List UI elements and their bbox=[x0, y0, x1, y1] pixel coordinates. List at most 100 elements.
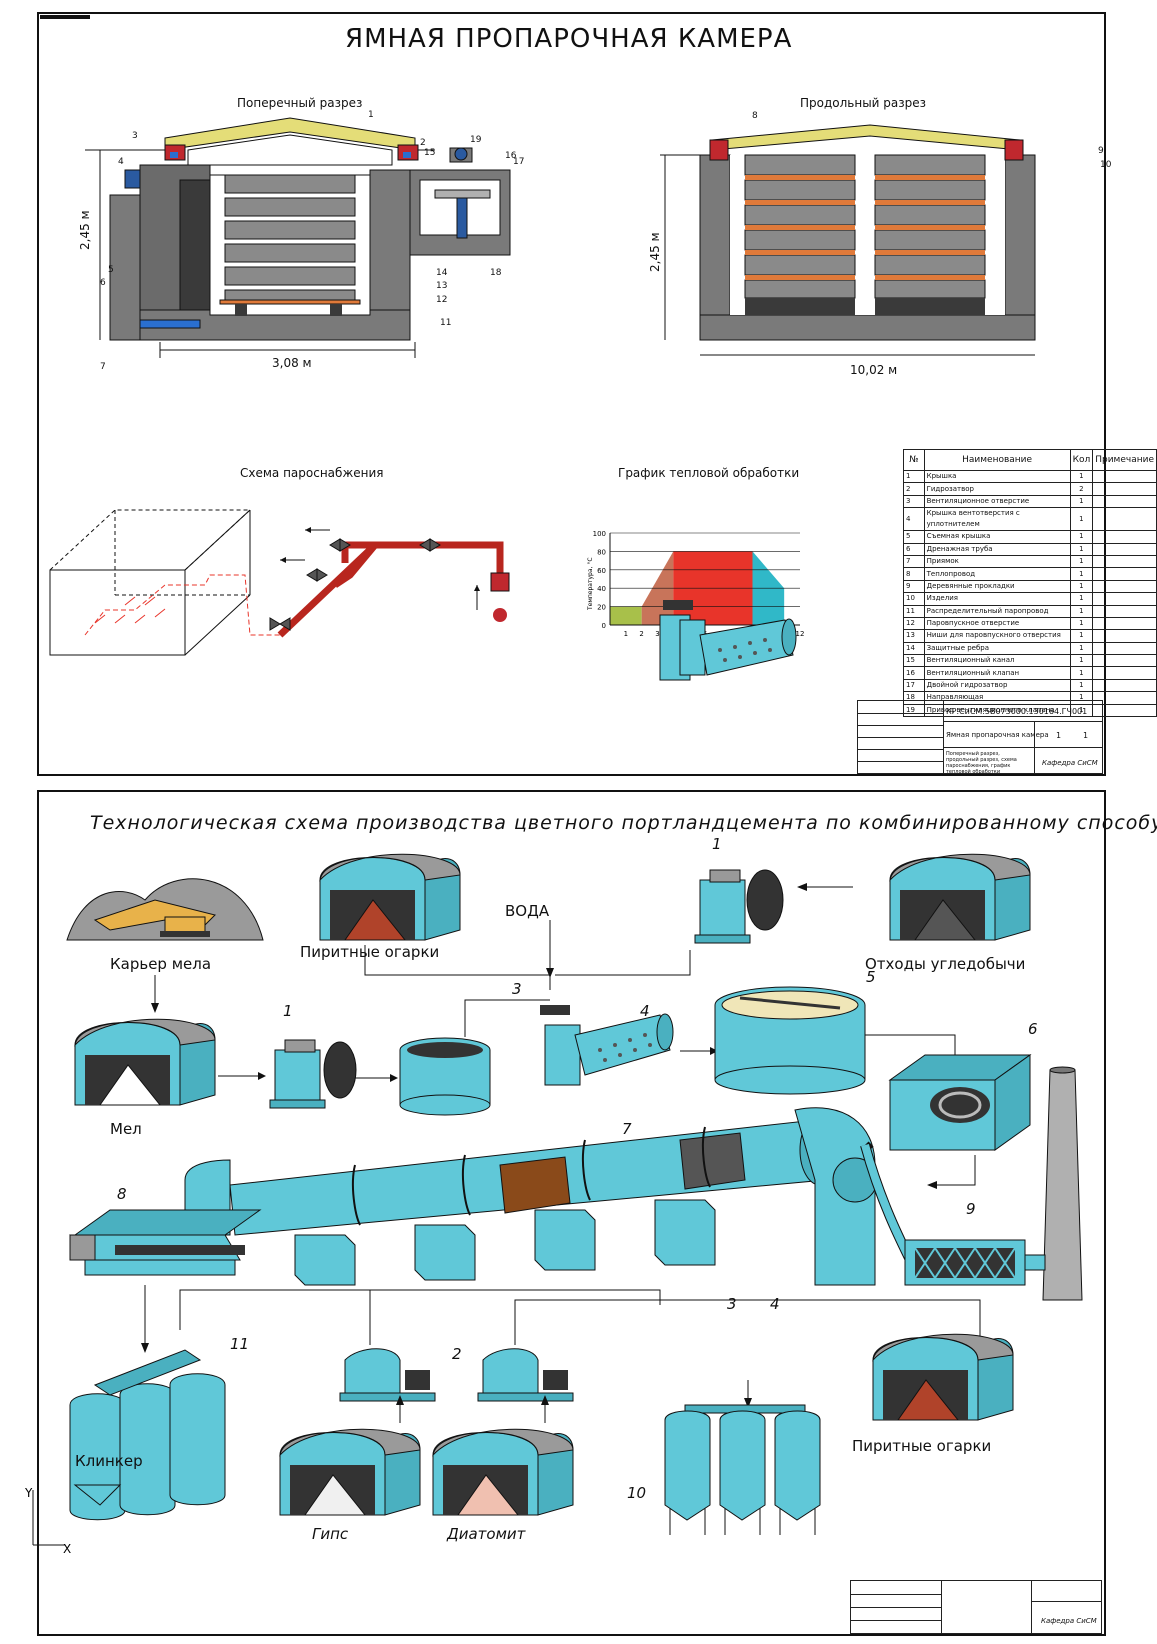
arrow-quarry-to-chalk bbox=[151, 975, 159, 1013]
spec-num: 1 bbox=[903, 469, 925, 484]
pyrite-warehouse-top bbox=[319, 853, 461, 941]
stamp-name: Ямная пропарочная камера bbox=[946, 731, 1049, 739]
label-gypsum: Гипс bbox=[312, 1525, 349, 1543]
spec-num: 8 bbox=[903, 567, 925, 581]
spec-qty: 1 bbox=[1069, 542, 1094, 556]
arrow-waste-to-crusher bbox=[797, 883, 853, 891]
num-dust-11: 9 bbox=[966, 1200, 976, 1218]
spec-qty: 1 bbox=[1069, 666, 1094, 680]
clinker-silos bbox=[69, 1349, 226, 1521]
steam-scheme-title: Схема пароснабжения bbox=[240, 466, 384, 480]
cross-section-drawing bbox=[85, 117, 511, 358]
spec-name: Вентиляционный канал bbox=[923, 654, 1071, 668]
spec-name: Направляющая bbox=[923, 691, 1071, 705]
spec-name: Привод вентиляционного клапана bbox=[923, 703, 1071, 718]
spec-num: 3 bbox=[903, 494, 925, 509]
callout-17: 17 bbox=[513, 157, 525, 167]
label-chalk: Мел bbox=[110, 1120, 142, 1138]
label-diatomite: Диатомит bbox=[447, 1525, 526, 1543]
label-water: ВОДА bbox=[505, 902, 550, 920]
callout-11: 11 bbox=[440, 318, 452, 328]
spec-qty: 1 bbox=[1069, 703, 1094, 718]
spec-name: Распределительный паропровод bbox=[923, 604, 1071, 618]
arrow-crusher-to-mixer bbox=[355, 1074, 398, 1082]
spec-num: 10 bbox=[903, 592, 925, 606]
spec-qty: 1 bbox=[1069, 530, 1094, 544]
spec-qty: 1 bbox=[1069, 554, 1094, 569]
arrow-chalk-to-crusher bbox=[218, 1072, 266, 1080]
num-basin-5: 5 bbox=[866, 968, 876, 986]
diatomite-warehouse bbox=[432, 1428, 574, 1516]
dim-width-left: 3,08 м bbox=[272, 356, 312, 370]
spec-name: Теплопровод bbox=[923, 567, 1071, 581]
spec-name: Защитные ребра bbox=[923, 641, 1071, 656]
dim-width-right: 10,02 м bbox=[850, 363, 898, 377]
chart-y-tick-label: 80 bbox=[597, 548, 606, 556]
spec-note bbox=[1092, 469, 1157, 484]
graph-title: График тепловой обработки bbox=[618, 466, 800, 480]
ball-mill-bottom bbox=[655, 590, 656, 591]
jaw-crusher-top bbox=[694, 869, 784, 944]
spec-num: 14 bbox=[903, 641, 925, 656]
spec-note bbox=[1092, 530, 1157, 544]
connector-mixer-to-mill bbox=[464, 999, 550, 1037]
spec-note bbox=[1092, 616, 1157, 631]
spec-qty: 1 bbox=[1069, 507, 1094, 532]
spec-note bbox=[1092, 592, 1157, 606]
chart-y-tick-label: 100 bbox=[593, 530, 606, 538]
callout-19: 19 bbox=[470, 135, 482, 145]
spec-qty: 1 bbox=[1069, 592, 1094, 606]
hammer-crusher-right bbox=[477, 1348, 574, 1402]
callout-10: 10 bbox=[1100, 160, 1112, 170]
spec-note bbox=[1092, 482, 1157, 496]
chimney bbox=[1042, 1066, 1083, 1301]
spec-note bbox=[1092, 678, 1157, 693]
long-section-title: Продольный разрез bbox=[800, 96, 927, 110]
chalk-warehouse bbox=[74, 1018, 216, 1106]
num-silos-9: 11 bbox=[230, 1335, 250, 1353]
spec-name: Крышка вентотверстия с уплотнителем bbox=[923, 507, 1071, 532]
gypsum-warehouse bbox=[279, 1428, 421, 1516]
spec-num: 12 bbox=[903, 616, 925, 631]
spec-num: 2 bbox=[903, 482, 925, 496]
svg-text:X: X bbox=[63, 1542, 71, 1556]
chart-x-tick-label: 2 bbox=[639, 630, 643, 638]
spec-note bbox=[1092, 567, 1157, 581]
label-clinker: Клинкер bbox=[75, 1452, 143, 1470]
spec-header-qty: Кол bbox=[1069, 449, 1094, 471]
num-mill-4-bottom: 4 bbox=[770, 1295, 780, 1313]
spec-name: Паровпускное отверстие bbox=[923, 616, 1071, 631]
sheet1-title: ЯМНАЯ ПРОПАРОЧНАЯ КАМЕРА bbox=[345, 24, 793, 54]
spec-name: Приямок bbox=[923, 554, 1071, 569]
spec-qty: 2 bbox=[1069, 482, 1094, 496]
spec-qty: 1 bbox=[1069, 691, 1094, 705]
spec-name: Дренажная труба bbox=[923, 542, 1071, 556]
label-pyrite-top: Пиритные огарки bbox=[300, 943, 440, 961]
chalk-quarry-illustration bbox=[66, 878, 264, 941]
spec-qty: 1 bbox=[1069, 604, 1094, 618]
callout-12: 12 bbox=[436, 295, 448, 305]
coal-waste-warehouse bbox=[889, 853, 1031, 941]
num-dosers-3-bottom: 3 bbox=[727, 1295, 737, 1313]
spec-header-name: Наименование bbox=[923, 449, 1071, 471]
num-crushers-2: 2 bbox=[452, 1345, 462, 1363]
callout-18: 18 bbox=[490, 268, 502, 278]
callout-7: 7 bbox=[100, 362, 106, 372]
spec-note bbox=[1092, 691, 1157, 705]
callout-4: 4 bbox=[118, 157, 124, 167]
callout-9: 9 bbox=[1098, 146, 1104, 156]
spec-note bbox=[1092, 542, 1157, 556]
num-kiln-7: 7 bbox=[622, 1120, 632, 1138]
num-mill-4-top: 4 bbox=[640, 1002, 650, 1020]
spec-note bbox=[1092, 494, 1157, 509]
